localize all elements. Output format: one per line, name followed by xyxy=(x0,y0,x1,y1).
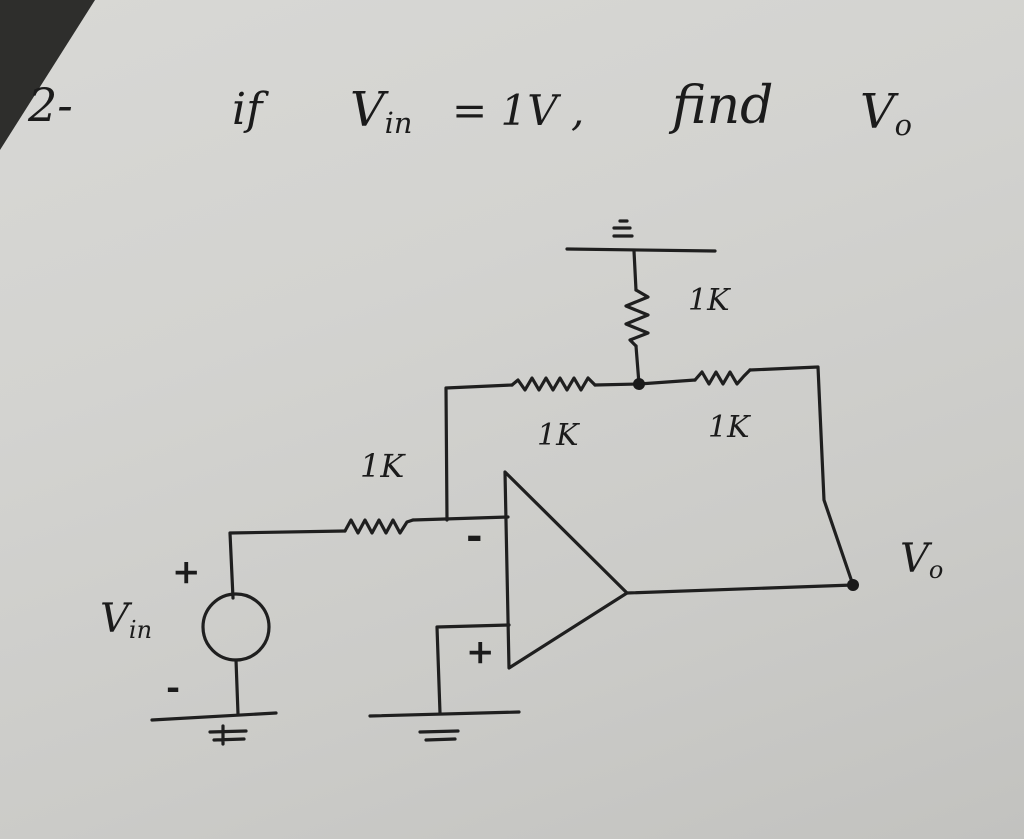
label-r-input: 1K xyxy=(360,447,405,485)
wire-feedback-left xyxy=(593,382,641,387)
label-r-ground: 1K xyxy=(688,283,730,318)
wire-opamp-output xyxy=(625,583,855,595)
bottom-left-ground-symbol xyxy=(150,711,278,746)
wire-noninverting-to-ground xyxy=(435,623,511,715)
wire-feedback-right-to-output xyxy=(748,365,855,587)
source-plus-sign: + xyxy=(172,552,201,592)
question-condition: = 1V , xyxy=(452,86,585,135)
desk-background xyxy=(0,0,95,150)
bottom-right-ground-symbol xyxy=(368,710,521,742)
voltage-source-circle xyxy=(201,592,271,662)
question-find: find xyxy=(672,76,774,136)
wire-source-to-ground xyxy=(234,658,240,716)
top-ground-symbol xyxy=(565,219,717,253)
wire-resistor-to-node xyxy=(634,344,641,386)
junction-node-feedback xyxy=(633,378,645,390)
label-r-feedback-left: 1K xyxy=(537,418,579,453)
opamp-triangle xyxy=(503,470,629,670)
opamp-noninverting-sign: + xyxy=(466,632,495,672)
opamp-inverting-sign: - xyxy=(466,512,483,559)
label-output-vo: Vo xyxy=(900,536,944,584)
wire-ground-to-resistor xyxy=(632,249,638,292)
label-source-vin: Vin xyxy=(100,596,153,644)
label-r-feedback-right: 1K xyxy=(708,410,750,445)
question-number: 2- xyxy=(28,78,73,132)
question-vin: Vin xyxy=(350,82,413,141)
resistor-feedback-left xyxy=(510,376,597,392)
wire-feedback-right xyxy=(637,378,697,386)
wire-input-top xyxy=(228,529,347,600)
source-minus-sign: - xyxy=(166,668,181,708)
output-node xyxy=(847,579,859,591)
wire-feedback-left-to-inverting xyxy=(444,383,514,522)
resistor-to-ground xyxy=(624,288,650,348)
resistor-feedback-right xyxy=(693,368,752,386)
question-if: if xyxy=(232,84,263,135)
resistor-input xyxy=(343,518,415,535)
question-vo: Vo xyxy=(860,84,913,143)
wire-input-to-inverting xyxy=(411,515,510,522)
